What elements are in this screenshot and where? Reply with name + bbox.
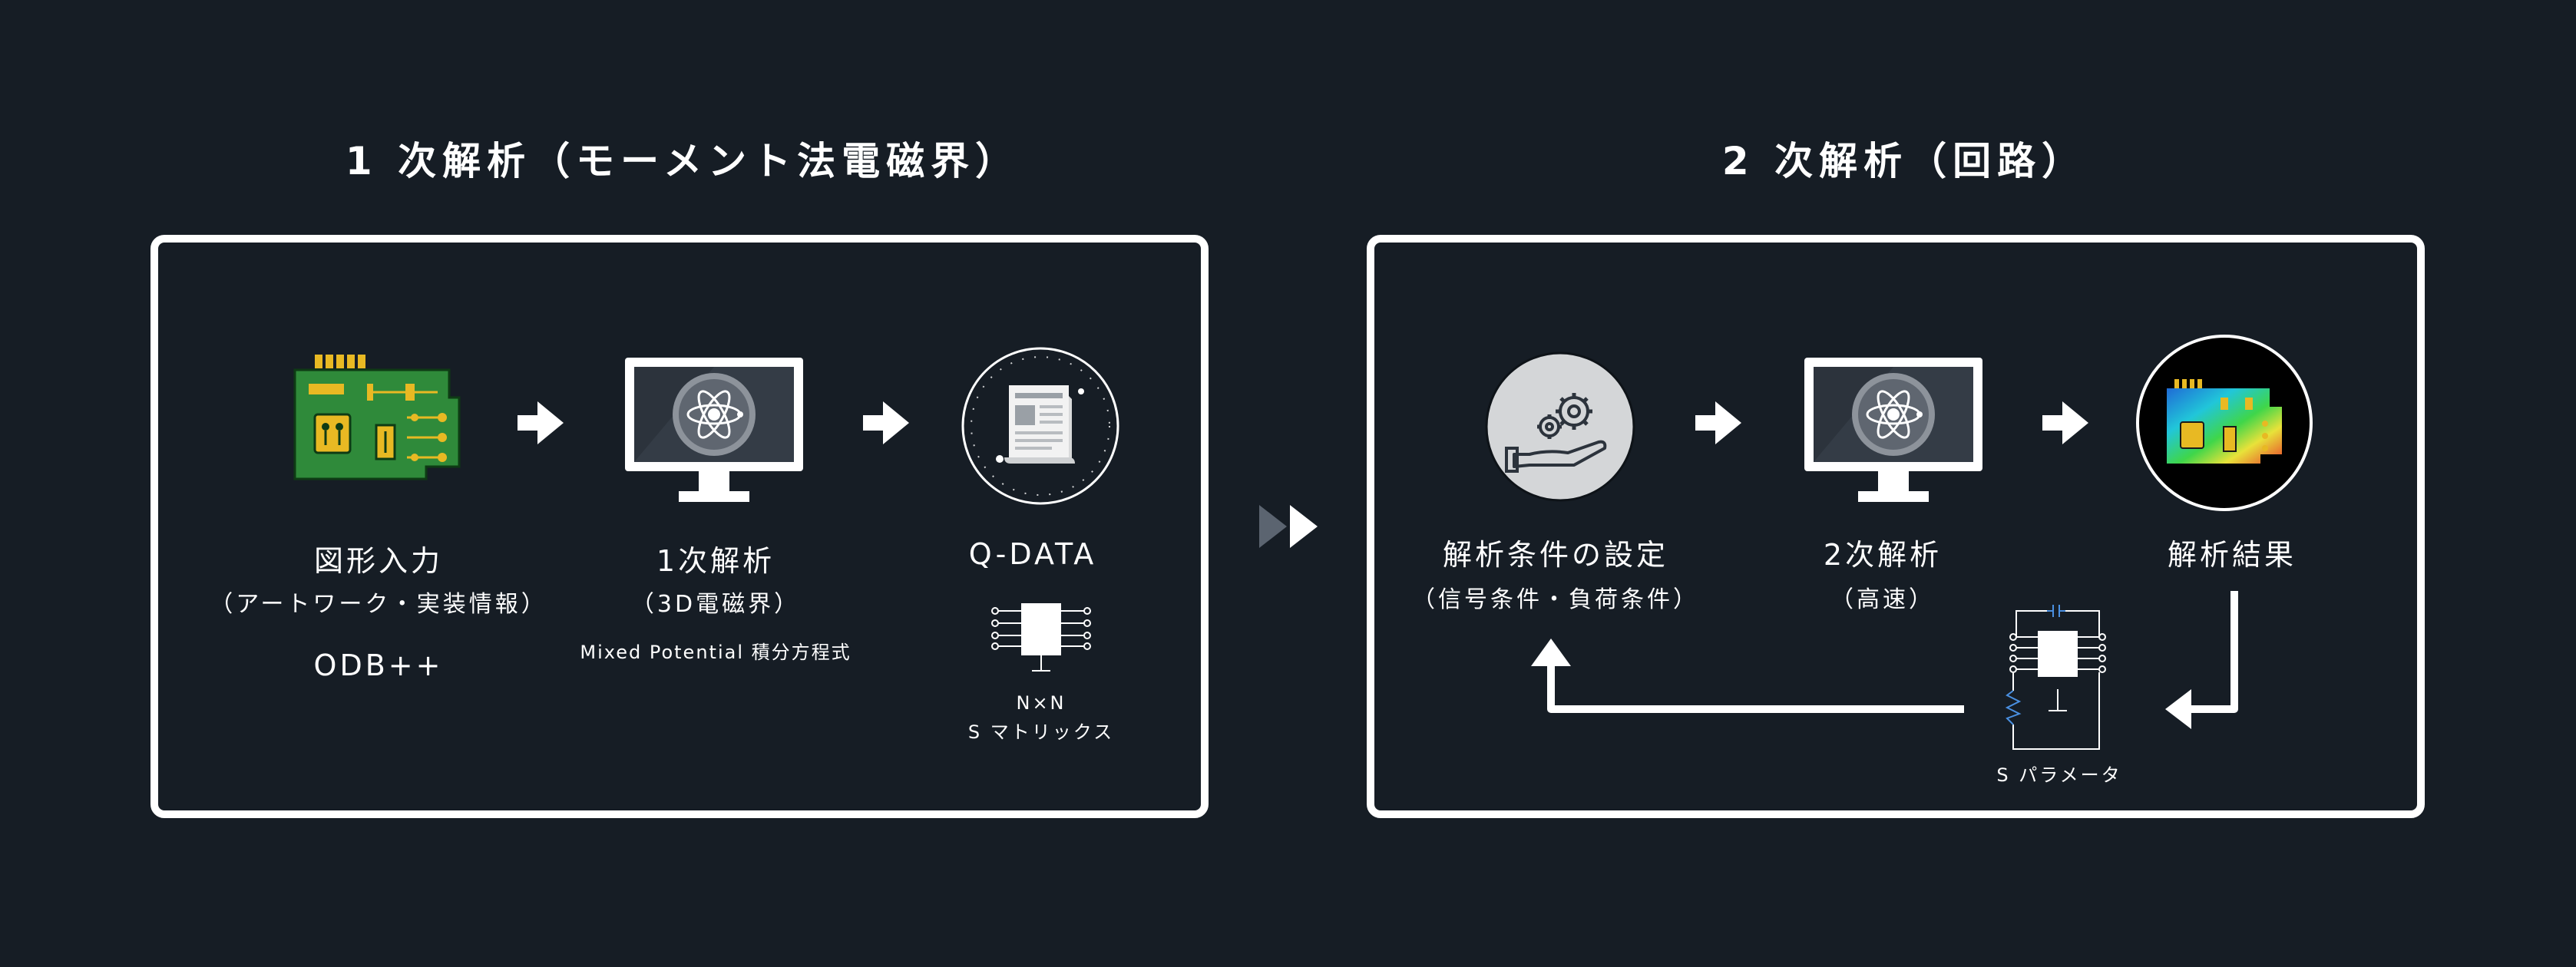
step-sub-shape-input: （アートワーク・実装情報） [210,591,547,618]
monitor-atom-icon [625,358,803,502]
step-label-secondary-analysis: 2次解析 [1823,538,1943,572]
nport-component-icon [991,603,1091,672]
step-label-primary-analysis: 1次解析 [656,544,775,578]
monitor-atom-icon [1804,358,1982,502]
s-parameter-schematic-icon [2005,605,2106,750]
hand-gears-icon [1485,351,1635,502]
step-label-analysis-conditions: 解析条件の設定 [1442,538,1669,572]
step-note-s-matrix: S マトリックス [967,721,1115,743]
step-label-qdata: Q-DATA [968,537,1097,571]
arrow-right-icon [863,401,909,444]
arrow-right-icon [2042,401,2088,444]
primary-analysis-title: 1 次解析（モーメント法電磁界） [345,139,1020,183]
step-sub-3d-em: （3D電磁界） [630,591,801,618]
step-label-shape-input: 図形入力 [313,544,444,578]
step-sub-nxn: N×N [1016,692,1066,714]
s-parameter-label: S パラメータ [1996,764,2122,786]
step-sub-signal-load: （信号条件・負荷条件） [1412,586,1699,613]
step-note-mpie: Mixed Potential 積分方程式 [580,642,852,663]
feedback-loop-arrow [1531,591,2238,729]
circuit-board-icon [293,355,461,480]
primary-analysis-panel [150,235,1209,818]
arrow-right-icon [1695,401,1741,444]
document-icon [961,347,1119,505]
double-arrow-icon [1259,505,1318,548]
secondary-analysis-panel [1367,235,2425,818]
step-note-odb: ODB++ [313,649,444,682]
step-sub-high-speed: （高速） [1830,586,1935,613]
secondary-analysis-title: 2 次解析（回路） [1721,139,2087,183]
arrow-right-icon [518,401,564,444]
heatmap-board-icon [2136,335,2313,511]
step-label-analysis-result: 解析結果 [2167,538,2297,572]
